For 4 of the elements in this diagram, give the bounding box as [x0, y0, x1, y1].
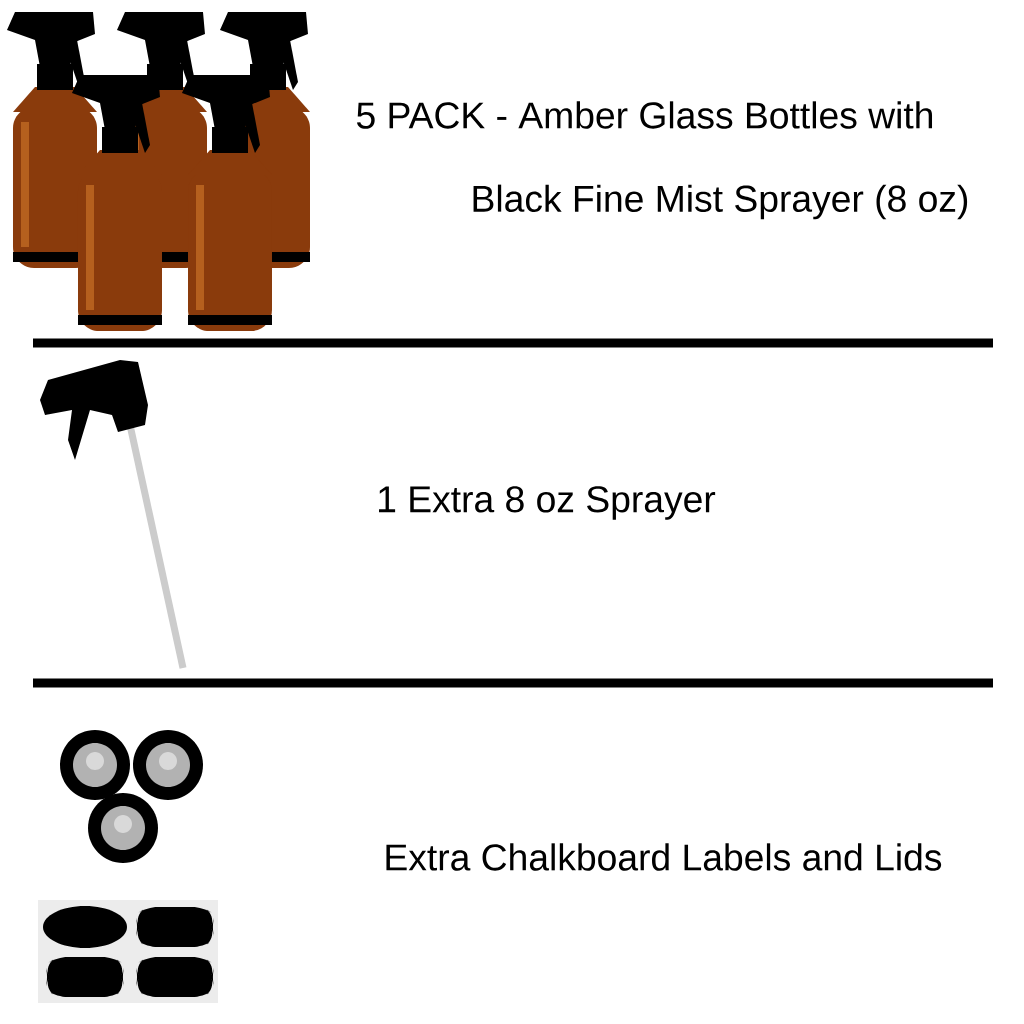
- caption-text: Extra Chalkboard Labels and Lids: [386, 843, 942, 871]
- caption-text: Black Fine Mist Sprayer (8 oz): [473, 184, 968, 220]
- caption-text: 5 PACK - Amber Glass Bottles with: [357, 101, 932, 129]
- caption-text: 1 Extra 8 oz Sprayer: [379, 486, 716, 520]
